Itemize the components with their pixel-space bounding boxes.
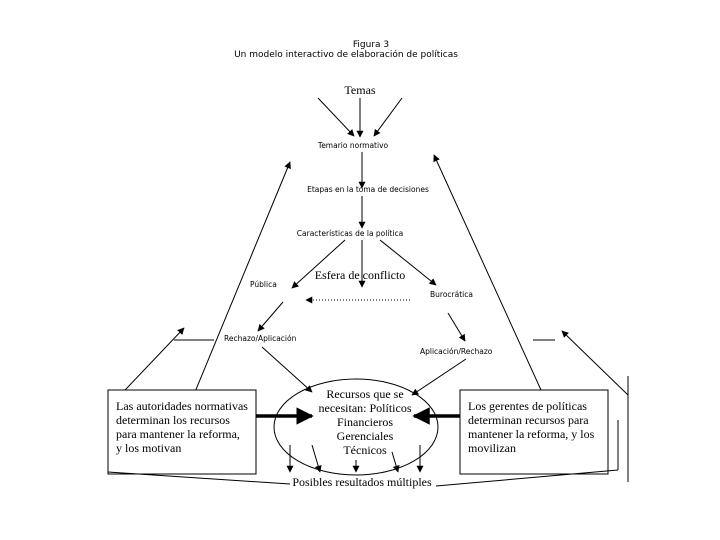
box-gerentes-line4: movilizan xyxy=(468,441,516,455)
arrow-buro-aplicacion xyxy=(447,312,466,342)
arrow-temas-left xyxy=(317,97,355,137)
node-aplicacion-rechazo: Aplicación/Rechazo xyxy=(420,347,493,356)
box-autoridades-line4: y los motivan xyxy=(116,441,181,455)
figure-number: Figura 3 xyxy=(353,40,389,50)
arrow-aplicacion-to-recursos xyxy=(411,358,467,396)
arrow-caract-right xyxy=(379,239,437,286)
node-temario: Temario normativo xyxy=(317,141,389,150)
right-feedback-to-temario xyxy=(433,154,542,391)
node-esfera: Esfera de conflicto xyxy=(315,268,406,282)
arrow-publica-rechazo xyxy=(257,301,284,332)
arrow-rechazo-to-recursos xyxy=(261,346,313,393)
figure-title: Un modelo interactivo de elaboración de … xyxy=(234,49,458,60)
node-etapas: Etapas en la toma de decisiones xyxy=(307,185,429,194)
box-gerentes-line1: Los gerentes de políticas xyxy=(468,399,587,413)
node-caracteristicas: Características de la política xyxy=(297,229,403,238)
node-resultados: Posibles resultados múltiples xyxy=(292,475,432,489)
node-burocratica: Burocrática xyxy=(430,290,473,299)
node-recursos-line1: Recursos que se xyxy=(326,387,403,401)
box-autoridades-line1: Las autoridades normativas xyxy=(116,399,248,413)
box-autoridades-line2: determinan los recursos xyxy=(116,413,230,427)
box-autoridades xyxy=(107,389,257,475)
line-right-to-resultados xyxy=(435,469,619,487)
node-publica: Pública xyxy=(250,280,277,289)
out-arrow-4 xyxy=(391,451,400,473)
box-autoridades-line3: para mantener la reforma, xyxy=(116,427,240,441)
node-temas: Temas xyxy=(344,83,375,97)
recursos-ellipse xyxy=(273,378,439,476)
left-feedback-to-temario xyxy=(189,161,291,405)
arrow-temas-right xyxy=(373,97,403,137)
node-recursos-line4: Gerenciales xyxy=(337,429,394,443)
node-recursos-line2: necesitan: Políticos xyxy=(319,401,412,415)
right-feedback-to-aplicacion xyxy=(561,330,629,396)
box-gerentes xyxy=(459,389,609,475)
box-gerentes-line3: mantener la reforma, y los xyxy=(468,427,595,441)
node-recursos-line3: Financieros xyxy=(337,415,393,429)
node-rechazo-aplicacion: Rechazo/Aplicación xyxy=(224,334,297,343)
arrow-caract-left xyxy=(291,239,346,289)
out-arrow-2 xyxy=(311,444,322,473)
node-recursos-line5: Técnicos xyxy=(343,443,387,457)
box-gerentes-line2: determinan recursos para xyxy=(468,413,589,427)
line-left-to-resultados xyxy=(107,471,291,485)
